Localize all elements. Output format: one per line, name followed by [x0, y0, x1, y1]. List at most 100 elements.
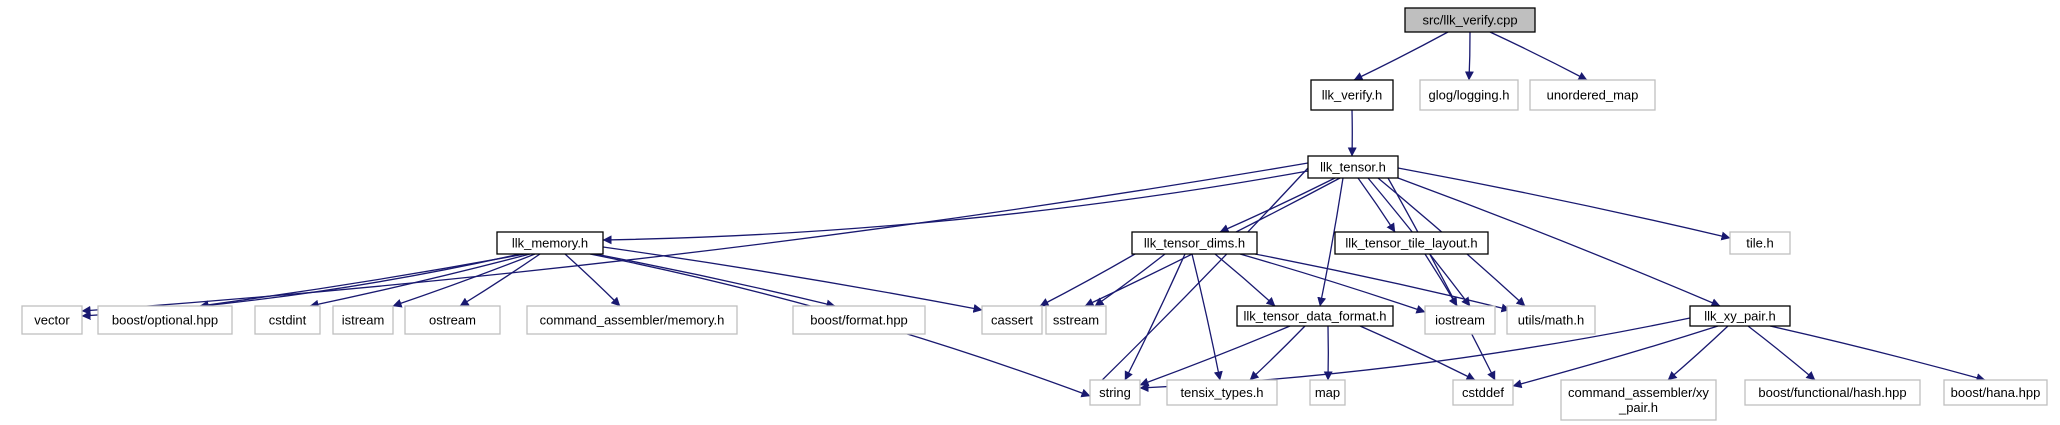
node-box	[97, 305, 233, 335]
node-label: tile.h	[1746, 236, 1773, 251]
node-box	[1689, 305, 1791, 327]
edge-llk-memory-h-to-boost-format-hpp	[594, 253, 836, 309]
node-label: boost/format.hpp	[810, 313, 908, 328]
node-label: llk_tensor_data_format.h	[1243, 309, 1386, 324]
node-box	[1045, 305, 1107, 335]
node-utils-math-h: utils/math.h	[1506, 305, 1596, 335]
edge-llk-xy-pair-h-to-boost-hana-hpp	[1769, 325, 1986, 383]
node-llk-tensor-data-format-h[interactable]: llk_tensor_data_format.h	[1236, 305, 1394, 327]
node-unordered-map: unordered_map	[1529, 79, 1656, 111]
node-box	[1309, 379, 1346, 406]
node-box	[1424, 305, 1496, 335]
node-box	[1506, 305, 1596, 335]
edge-llk-memory-h-to-boost-optional-hpp	[199, 253, 526, 310]
edge-llk-xy-pair-h-to-cstddef	[1512, 325, 1719, 389]
edge-llk-verify-cpp-to-unordered-map	[1489, 31, 1588, 81]
node-label: llk_tensor_tile_layout.h	[1345, 236, 1477, 251]
node-box	[526, 305, 738, 335]
node-llk-verify-cpp[interactable]: src/llk_verify.cpp	[1404, 7, 1536, 33]
edge-llk-tensor-data-format-h-to-tensix-types-h	[1249, 325, 1306, 381]
node-boost-optional-hpp: boost/optional.hpp	[97, 305, 233, 335]
node-tile-h: tile.h	[1729, 231, 1791, 255]
node-label: cassert	[991, 313, 1033, 328]
edge-llk-tensor-h-to-llk-memory-h	[602, 170, 1309, 245]
node-box	[1943, 379, 2048, 406]
node-label: llk_memory.h	[512, 236, 588, 251]
node-label: llk_tensor.h	[1320, 160, 1386, 175]
file-nodes: src/llk_verify.cpp llk_verify.h glog/loggi…	[21, 7, 2048, 421]
edge-llk-tensor-dims-h-to-iostream	[1239, 253, 1426, 314]
edge-llk-tensor-h-to-tile-h	[1397, 167, 1731, 241]
edge-llk-memory-h-to-ostream	[459, 253, 541, 307]
node-glog-logging-h: glog/logging.h	[1419, 79, 1519, 111]
node-label: utils/math.h	[1518, 313, 1584, 328]
edge-llk-tensor-dims-h-to-tensix-types-h	[1191, 253, 1223, 381]
node-box	[1089, 379, 1141, 406]
node-cstdint: cstdint	[254, 305, 321, 335]
edge-llk-tensor-dims-h-to-cassert	[1039, 253, 1136, 307]
edge-llk-memory-h-to-istream	[392, 253, 536, 308]
node-llk-tensor-tile-layout-h[interactable]: llk_tensor_tile_layout.h	[1334, 231, 1489, 255]
node-map: map	[1309, 379, 1346, 406]
node-label: iostream	[1435, 313, 1485, 328]
edge-llk-xy-pair-h-to-boost-functional-hash-hpp	[1747, 325, 1816, 381]
node-llk-xy-pair-h[interactable]: llk_xy_pair.h	[1689, 305, 1791, 327]
node-box	[1310, 79, 1394, 111]
node-command-assembler-memory-h: command_assembler/memory.h	[526, 305, 738, 335]
node-label: _pair.h	[1618, 400, 1658, 415]
node-box	[1131, 231, 1258, 255]
node-label: boost/functional/hash.hpp	[1758, 385, 1906, 400]
node-box	[1419, 79, 1519, 111]
node-label: tensix_types.h	[1180, 385, 1263, 400]
node-sstream: sstream	[1045, 305, 1107, 335]
node-box	[254, 305, 321, 335]
node-label: src/llk_verify.cpp	[1422, 13, 1517, 28]
node-cstddef: cstddef	[1452, 379, 1514, 406]
node-label: string	[1099, 385, 1131, 400]
edge-llk-verify-cpp-to-llk-verify-h	[1353, 31, 1449, 81]
node-box	[1560, 379, 1717, 421]
node-boost-format-hpp: boost/format.hpp	[792, 305, 926, 335]
node-label: map	[1315, 385, 1340, 400]
node-box	[1744, 379, 1921, 406]
node-label: llk_verify.h	[1322, 88, 1382, 103]
node-box	[1166, 379, 1278, 406]
edge-llk-tensor-dims-h-to-utils-math-h	[1254, 253, 1511, 313]
node-box	[1307, 155, 1399, 179]
node-command-assembler-xy-pair-h: command_assembler/xy_pair.h	[1560, 379, 1717, 421]
edge-llk-tensor-dims-h-to-sstream	[1094, 253, 1166, 307]
node-label: glog/logging.h	[1429, 88, 1510, 103]
node-llk-tensor-dims-h[interactable]: llk_tensor_dims.h	[1131, 231, 1258, 255]
node-ostream: ostream	[404, 305, 501, 335]
edge-llk-tensor-h-to-llk-tensor-tile-layout-h	[1357, 177, 1396, 233]
node-label: boost/optional.hpp	[112, 313, 218, 328]
edge-llk-memory-h-to-command-assembler-memory-h	[564, 253, 621, 307]
node-box	[332, 305, 394, 335]
node-label: command_assembler/xy	[1568, 385, 1709, 400]
node-label: unordered_map	[1547, 88, 1639, 103]
node-tensix-types-h: tensix_types.h	[1166, 379, 1278, 406]
edge-llk-tensor-data-format-h-to-cstddef	[1359, 325, 1476, 381]
edge-llk-tensor-h-to-llk-tensor-dims-h	[1219, 177, 1336, 233]
edge-llk-tensor-data-format-h-to-string	[1139, 325, 1291, 387]
node-string: string	[1089, 379, 1141, 406]
node-llk-tensor-h[interactable]: llk_tensor.h	[1307, 155, 1399, 179]
node-label: sstream	[1053, 313, 1099, 328]
node-boost-hana-hpp: boost/hana.hpp	[1943, 379, 2048, 406]
node-llk-verify-h[interactable]: llk_verify.h	[1310, 79, 1394, 111]
node-label: command_assembler/memory.h	[540, 313, 725, 328]
node-box	[1334, 231, 1489, 255]
edge-llk-tensor-dims-h-to-llk-tensor-data-format-h	[1214, 253, 1276, 307]
node-llk-memory-h[interactable]: llk_memory.h	[496, 231, 604, 255]
dependency-edges	[81, 31, 1986, 398]
node-label: vector	[34, 313, 70, 328]
node-vector: vector	[21, 305, 83, 335]
node-boost-functional-hash-hpp: boost/functional/hash.hpp	[1744, 379, 1921, 406]
node-label: llk_tensor_dims.h	[1144, 236, 1245, 251]
node-label: llk_xy_pair.h	[1704, 309, 1776, 324]
node-box	[981, 305, 1043, 335]
node-box	[1452, 379, 1514, 406]
edge-llk-tensor-h-to-llk-tensor-data-format-h	[1317, 177, 1344, 307]
node-box	[792, 305, 926, 335]
